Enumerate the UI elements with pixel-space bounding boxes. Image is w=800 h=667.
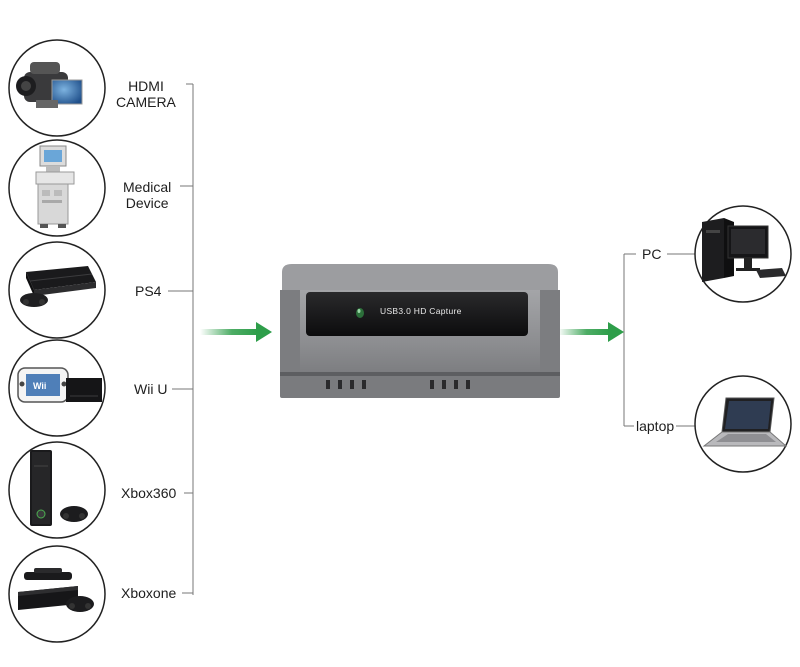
vent-slots-left: [326, 380, 366, 389]
medical-device-icon: [35, 145, 75, 228]
desktop-pc-icon: [702, 218, 786, 282]
camcorder-circle: [8, 39, 106, 137]
input-connector-lines: [168, 83, 194, 595]
device-label: USB3.0 HD Capture: [380, 306, 462, 316]
wii-u-circle: Wii: [8, 339, 106, 437]
vent-slots-right: [430, 380, 470, 389]
medical-device-circle: [8, 139, 106, 237]
wii-u-console-icon: Wii: [17, 367, 102, 403]
laptop-icon: [702, 397, 788, 447]
label-xboxone: Xboxone: [121, 585, 177, 601]
device-front-panel: [306, 292, 528, 336]
output-arrow: [558, 322, 624, 342]
laptop-circle: [694, 375, 792, 473]
label-laptop: laptop: [636, 418, 675, 434]
svg-text:Wii: Wii: [33, 381, 46, 391]
label-line: Medical: [123, 179, 172, 195]
status-led-icon: [356, 308, 364, 318]
label-wii-u: Wii U: [134, 381, 168, 397]
label-xbox360: Xbox360: [121, 485, 177, 501]
xbox-one-console-icon: [18, 568, 94, 612]
usb-capture-device-icon: [280, 264, 560, 398]
xbox360-console-icon: [30, 450, 88, 526]
pc-circle: [694, 205, 792, 303]
ps4-console-icon: [20, 266, 96, 307]
label-line: HDMI: [128, 78, 164, 94]
xbox-one-circle: [8, 545, 106, 643]
ps4-circle: [8, 241, 106, 339]
xbox360-circle: [8, 441, 106, 539]
label-pc: PC: [642, 246, 662, 262]
input-arrow: [200, 322, 272, 342]
label-ps4: PS4: [135, 283, 162, 299]
camcorder-icon: [16, 62, 83, 108]
output-connector-lines: [623, 253, 695, 427]
label-line: Device: [125, 195, 169, 211]
label-line: CAMERA: [116, 94, 176, 110]
